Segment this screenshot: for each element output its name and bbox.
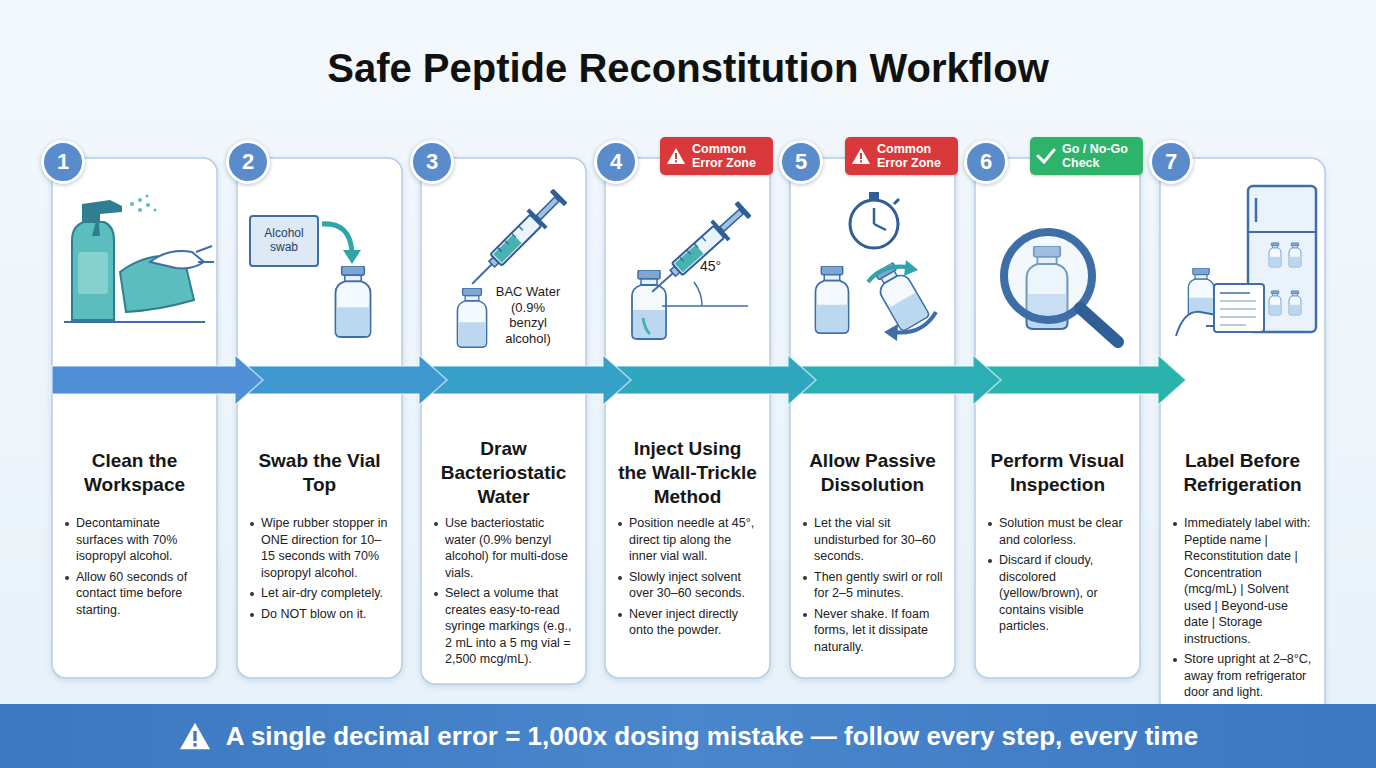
check-icon — [1036, 147, 1056, 165]
flow-arrow — [237, 355, 447, 405]
illustration-label: BAC Water (0.9% benzyl alcohol) — [495, 284, 561, 346]
card-background — [421, 158, 586, 684]
bullet-text: Let the vial sit undisturbed for 30–60 s… — [802, 515, 943, 565]
step-number: 3 — [410, 140, 454, 184]
bullet-text: Select a volume that creates easy-to-rea… — [433, 585, 574, 668]
card-background — [790, 158, 955, 678]
step-card: Allow Passive DissolutionLet the vial si… — [790, 158, 955, 678]
bullet-text: Then gently swirl or roll for 2–5 minute… — [802, 569, 943, 602]
step-card: Draw Bacteriostatic WaterUse bacteriosta… — [421, 158, 586, 684]
flow-arrow — [790, 355, 1001, 405]
bullet-dot — [434, 522, 438, 526]
flow-arrow — [52, 355, 263, 405]
bullet-text: Wipe rubber stopper in ONE direction for… — [249, 515, 390, 581]
step-card: Label Before RefrigerationImmediately la… — [1160, 158, 1325, 717]
step-number: 1 — [41, 140, 85, 184]
step-number-text: 5 — [795, 149, 807, 175]
bullet-dot — [618, 576, 622, 580]
step-card: Inject Using the Wall-Trickle MethodPosi… — [605, 158, 770, 678]
card-background — [975, 158, 1140, 678]
bullet-text: Position needle at 45°, direct tip along… — [617, 515, 758, 565]
bullet-dot — [1173, 658, 1177, 662]
step-number-text: 7 — [1165, 149, 1177, 175]
card-background — [605, 158, 770, 678]
bullet-text: Never shake. If foam forms, let it dissi… — [802, 606, 943, 656]
bullet-dot — [988, 559, 992, 563]
flow-arrow — [975, 355, 1186, 405]
step-number-text: 4 — [610, 149, 622, 175]
step-number: 5 — [779, 140, 823, 184]
card-background — [237, 158, 402, 678]
bullet-text: Use bacteriostatic water (0.9% benzyl al… — [433, 515, 574, 581]
bullet-dot — [250, 522, 254, 526]
step-number-text: 6 — [980, 149, 992, 175]
step-title: Allow Passive Dissolution — [802, 437, 943, 509]
illustration-label: 45° — [700, 258, 740, 275]
status-badge: Common Error Zone — [660, 137, 773, 175]
bullet-text: Never inject directly onto the powder. — [617, 606, 758, 639]
warning-icon — [666, 147, 686, 165]
bullet-dot — [618, 613, 622, 617]
flow-arrow — [421, 355, 631, 405]
bullet-dot — [1173, 522, 1177, 526]
bullet-text: Solution must be clear and colorless. — [987, 515, 1128, 548]
warning-icon — [178, 721, 212, 751]
illustration-label: Alcohol swab — [252, 226, 316, 255]
bullet-dot — [988, 522, 992, 526]
warning-banner: A single decimal error = 1,000x dosing m… — [0, 704, 1376, 768]
bullet-dot — [65, 576, 69, 580]
bullet-dot — [65, 522, 69, 526]
warning-icon — [851, 147, 871, 165]
banner-text: A single decimal error = 1,000x dosing m… — [226, 721, 1198, 752]
flow-arrow — [605, 355, 816, 405]
diagram-title: Safe Peptide Reconstitution Workflow — [0, 46, 1376, 91]
badge-text: Go / No-Go Check — [1062, 142, 1132, 171]
step-number: 4 — [594, 140, 638, 184]
step-number-text: 1 — [57, 149, 69, 175]
card-background — [1160, 158, 1325, 717]
bullet-dot — [434, 592, 438, 596]
step-title: Clean the Workspace — [64, 437, 205, 509]
bullet-text: Slowly inject solvent over 30–60 seconds… — [617, 569, 758, 602]
step-number: 2 — [226, 140, 270, 184]
bullet-dot — [803, 576, 807, 580]
bullet-dot — [803, 613, 807, 617]
step-card: Clean the WorkspaceDecontaminate surface… — [52, 158, 217, 678]
step-number-text: 2 — [242, 149, 254, 175]
step-number: 7 — [1149, 140, 1193, 184]
step-title: Draw Bacteriostatic Water — [433, 437, 574, 509]
bullet-text: Decontaminate surfaces with 70% isopropy… — [64, 515, 205, 565]
bullet-dot — [250, 592, 254, 596]
step-number: 6 — [964, 140, 1008, 184]
bullet-dot — [250, 613, 254, 617]
step-card: Swab the Vial TopWipe rubber stopper in … — [237, 158, 402, 678]
step-card: Perform Visual InspectionSolution must b… — [975, 158, 1140, 678]
badge-text: Common Error Zone — [692, 142, 762, 171]
badge-text: Common Error Zone — [877, 142, 947, 171]
bullet-text: Immediately label with: Peptide name | R… — [1172, 515, 1313, 647]
step-title: Label Before Refrigeration — [1172, 437, 1313, 509]
step-title: Perform Visual Inspection — [987, 437, 1128, 509]
step-title: Inject Using the Wall-Trickle Method — [617, 437, 758, 509]
status-badge: Go / No-Go Check — [1030, 137, 1143, 175]
bullet-text: Do NOT blow on it. — [249, 606, 390, 623]
bullet-text: Discard if cloudy, discolored (yellow/br… — [987, 552, 1128, 635]
bullet-dot — [618, 522, 622, 526]
step-title: Swab the Vial Top — [249, 437, 390, 509]
bullet-dot — [803, 522, 807, 526]
card-background — [52, 158, 217, 678]
bullet-text: Let air-dry completely. — [249, 585, 390, 602]
bullet-text: Store upright at 2–8°C, away from refrig… — [1172, 651, 1313, 701]
status-badge: Common Error Zone — [845, 137, 958, 175]
step-number-text: 3 — [426, 149, 438, 175]
bullet-text: Allow 60 seconds of contact time before … — [64, 569, 205, 619]
